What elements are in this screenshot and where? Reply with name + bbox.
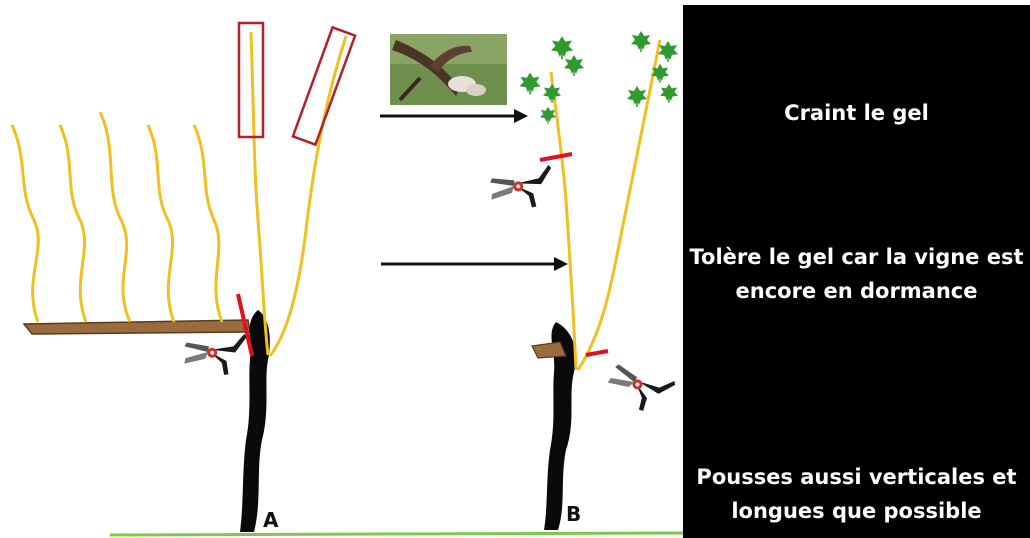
old-cane xyxy=(24,320,250,334)
grape-leaf-icon xyxy=(660,84,678,103)
vine-a xyxy=(12,23,355,532)
note-frost-tolerant: Tolère le gel car la vigne est encore en… xyxy=(683,240,1030,308)
shoot xyxy=(100,112,130,322)
grape-leaf-icon xyxy=(627,86,647,107)
grape-leaf-icon xyxy=(543,84,561,103)
label-b: B xyxy=(566,502,581,526)
shoot xyxy=(148,125,174,322)
annotation-panel: Craint le gel Tolère le gel car la vigne… xyxy=(683,5,1030,538)
kept-shoot-right xyxy=(270,36,346,356)
label-a: A xyxy=(263,508,278,532)
bud-photo xyxy=(390,34,507,105)
shoot-tip-highlight xyxy=(293,27,355,144)
grape-leaf-icon xyxy=(658,41,678,62)
grape-leaf-icon xyxy=(564,55,584,76)
arrow-right-icon xyxy=(380,109,528,123)
shoot xyxy=(194,125,222,322)
shoot xyxy=(60,125,86,322)
grape-leaf-icon xyxy=(540,107,556,124)
grape-leaf-icon xyxy=(551,36,573,59)
note-frost-sensitive: Craint le gel xyxy=(683,96,1030,130)
vine-b xyxy=(481,31,678,530)
cut-mark xyxy=(540,154,572,160)
old-cane-stub xyxy=(532,342,566,358)
pruning-shears-icon xyxy=(605,355,679,416)
ground-line xyxy=(110,533,683,535)
note-vertical-shoots: Pousses aussi verticales et longues que … xyxy=(683,460,1030,528)
arrow-right-icon xyxy=(381,257,568,271)
grape-leaf-icon xyxy=(631,31,651,52)
kept-shoot-right xyxy=(578,40,660,370)
shoot xyxy=(12,125,38,322)
kept-shoot-left xyxy=(251,32,268,355)
grape-leaf-icon xyxy=(520,73,541,95)
